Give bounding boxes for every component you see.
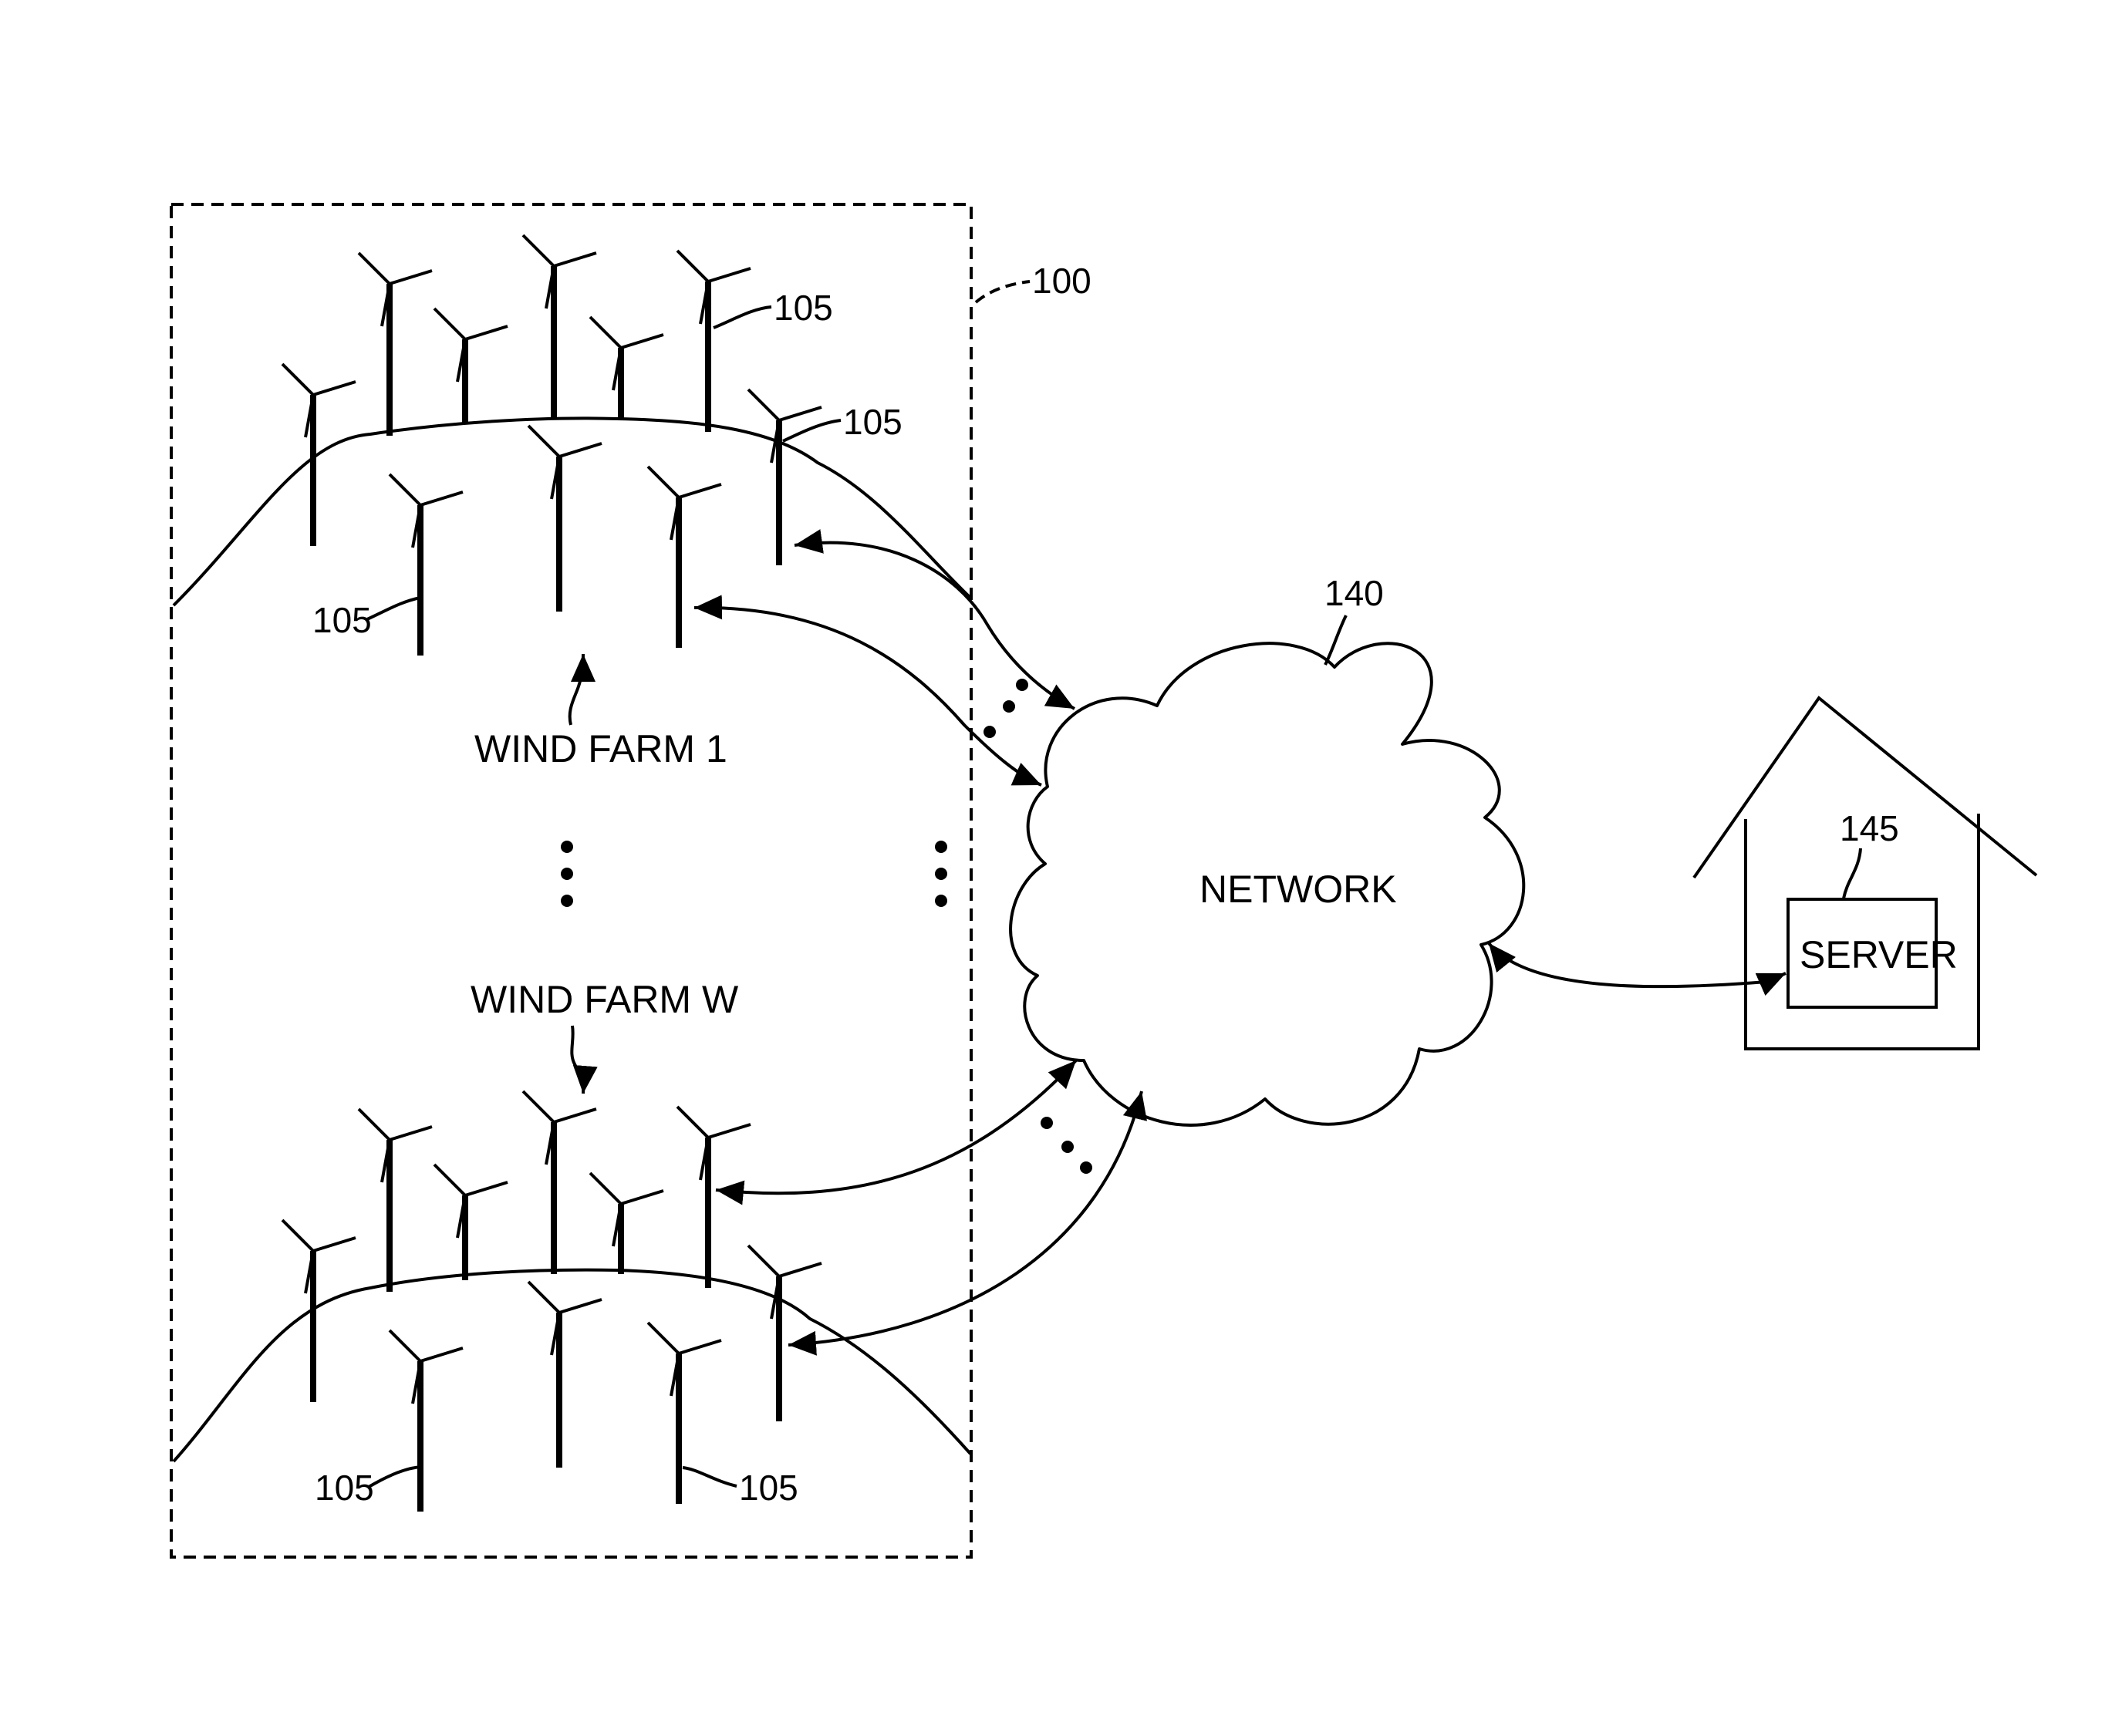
ref-100: 100 [1032,261,1091,301]
wind-turbine-farm1-9 [528,426,602,612]
turbines-group [282,235,822,1512]
wind-turbine-farmw-2 [359,1109,432,1292]
ellipsis-right [935,841,947,907]
wind-turbine-farm1-10 [648,467,721,648]
hill-wind-farm-w [174,1270,970,1461]
ref-105-leader-a [714,307,771,328]
wind-turbine-farmw-5 [590,1173,663,1274]
wind-turbine-farmw-9 [528,1282,602,1468]
wind-farm-1-label: WIND FARM 1 [474,727,727,770]
link-network-server [1489,943,1786,986]
network-label: NETWORK [1199,868,1397,911]
ref-145: 145 [1840,808,1899,848]
wind-turbine-farm1-3 [434,308,508,424]
ref-105-d: 105 [315,1468,374,1508]
wind-turbine-farmw-8 [390,1330,463,1512]
wind-farm-1-pointer [570,654,583,725]
hill-wind-farm-1 [174,418,970,605]
facility-house [1694,698,2036,1049]
wind-turbine-farm1-8 [390,474,463,656]
link-farmw-turbine-b [788,1091,1142,1345]
wind-farm-w-label: WIND FARM W [471,978,739,1021]
ref-105-e: 105 [739,1468,798,1508]
wind-turbine-farmw-1 [282,1220,356,1402]
ref-105-b: 105 [843,402,903,442]
ref-145-leader [1844,848,1861,898]
wind-turbine-farm1-4 [523,235,596,418]
ref-105-leader-e [683,1468,737,1486]
wind-turbine-farmw-6 [677,1107,751,1288]
ref-100-leader [976,281,1030,302]
ref-105-c: 105 [312,600,372,640]
wind-turbine-farm1-5 [590,317,663,418]
wind-turbine-farm1-2 [359,253,432,436]
wind-turbine-farmw-4 [523,1091,596,1274]
wind-turbine-farmw-3 [434,1165,508,1280]
wind-turbine-farm1-7 [748,389,822,565]
ref-105-leader-c [367,598,420,619]
ellipsis-lower-links [1041,1117,1092,1174]
ellipsis-center [561,841,573,907]
wind-turbine-farmw-7 [748,1246,822,1421]
wind-farm-w-pointer [572,1026,583,1094]
ellipsis-upper-links [984,679,1028,738]
link-farmw-turbine-a [716,1060,1076,1193]
server-label: SERVER [1800,933,1958,976]
link-farm1-turbine-a [795,543,1075,709]
wind-turbine-farm1-6 [677,251,751,432]
link-farm1-turbine-b [694,608,1041,785]
ref-105-leader-d [369,1467,422,1487]
ref-105-leader-b [783,420,841,441]
ref-105-a: 105 [774,288,833,328]
ref-140: 140 [1324,573,1384,613]
